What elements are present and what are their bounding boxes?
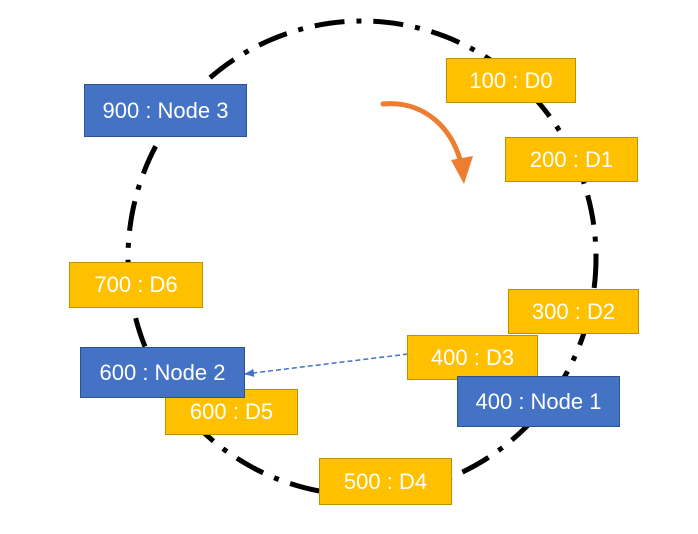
node-1: 400 : Node 1 xyxy=(457,376,620,427)
data-item-d6: 700 : D6 xyxy=(69,262,203,308)
node-2: 600 : Node 2 xyxy=(80,347,245,398)
data-item-d1: 200 : D1 xyxy=(505,137,638,182)
data-item-d0: 100 : D0 xyxy=(446,58,576,103)
clockwise-direction-arrowhead xyxy=(451,156,473,184)
data-item-d4: 500 : D4 xyxy=(319,458,452,505)
data-item-d3: 400 : D3 xyxy=(407,335,538,380)
data-item-d2: 300 : D2 xyxy=(508,289,639,334)
node-3: 900 : Node 3 xyxy=(84,84,247,137)
assignment-link-d3-to-node-2 xyxy=(244,353,409,377)
clockwise-direction-arrow xyxy=(380,101,465,171)
